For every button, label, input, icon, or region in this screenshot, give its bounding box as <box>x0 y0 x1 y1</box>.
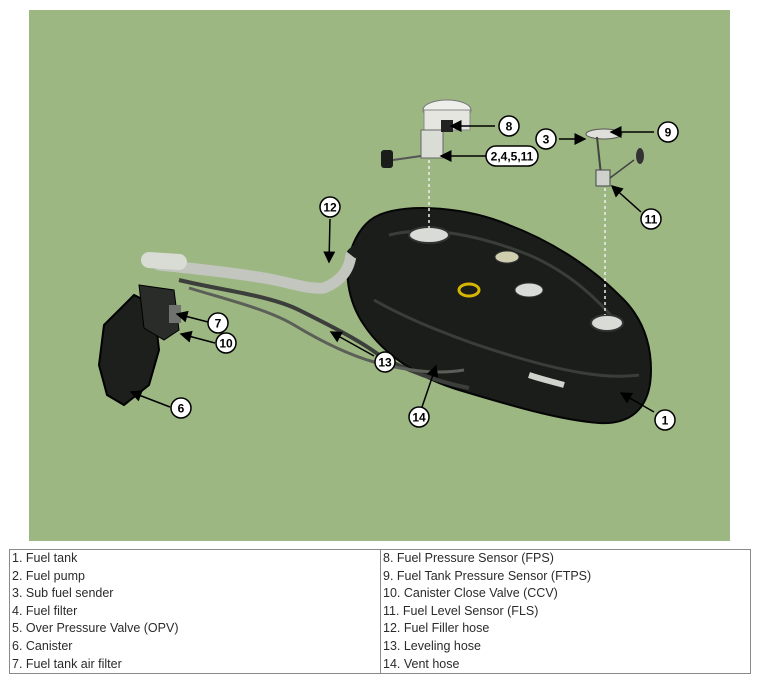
legend-item: 4. Fuel filter <box>12 603 78 618</box>
callout-14: 14 <box>408 406 430 428</box>
callout-9: 9 <box>657 121 679 143</box>
svg-text:1: 1 <box>662 414 669 428</box>
legend-item: 1. Fuel tank <box>12 551 78 565</box>
svg-text:2,4,5,11: 2,4,5,11 <box>491 150 534 164</box>
svg-text:8: 8 <box>506 120 513 134</box>
legend-item: 8. Fuel Pressure Sensor (FPS) <box>383 551 554 565</box>
callout-3: 3 <box>535 128 557 150</box>
legend-item: 6. Canister <box>12 638 73 653</box>
callout-8: 8 <box>498 115 520 137</box>
filler-pipe-illustration <box>141 242 470 390</box>
svg-text:11: 11 <box>645 213 658 227</box>
legend-item: 2. Fuel pump <box>12 568 85 583</box>
canister-illustration <box>97 284 181 407</box>
legend-column-right: 8. Fuel Pressure Sensor (FPS) 9. Fuel Ta… <box>380 550 750 673</box>
svg-text:14: 14 <box>412 411 426 425</box>
legend-item: 7. Fuel tank air filter <box>12 656 122 671</box>
fuel-pump-module-illustration <box>381 99 472 168</box>
legend-column-left: 1. Fuel tank 2. Fuel pump 3. Sub fuel se… <box>10 550 380 673</box>
diagram-illustration: 8 3 9 2,4,5,11 11 12 7 10 <box>97 99 679 431</box>
callout-13: 13 <box>374 351 396 373</box>
callout-1: 1 <box>654 409 676 431</box>
fuel-system-diagram: 8 3 9 2,4,5,11 11 12 7 10 <box>29 10 730 541</box>
svg-text:3: 3 <box>543 133 550 147</box>
callout-2-4-5-11: 2,4,5,11 <box>485 145 539 167</box>
callout-11: 11 <box>640 208 662 230</box>
svg-text:13: 13 <box>378 356 392 370</box>
fuel-tank-illustration <box>346 207 653 425</box>
legend-item: 13. Leveling hose <box>383 638 481 653</box>
legend-item: 5. Over Pressure Valve (OPV) <box>12 621 179 636</box>
callout-12: 12 <box>319 196 341 218</box>
callout-10: 10 <box>215 332 237 354</box>
legend-item: 11. Fuel Level Sensor (FLS) <box>383 603 539 618</box>
svg-text:10: 10 <box>219 337 233 351</box>
callout-7: 7 <box>207 312 229 334</box>
svg-text:7: 7 <box>215 317 222 331</box>
sub-fuel-sender-illustration <box>585 128 644 187</box>
callout-6: 6 <box>170 397 192 419</box>
parts-legend-table: 1. Fuel tank 2. Fuel pump 3. Sub fuel se… <box>9 549 751 674</box>
legend-item: 3. Sub fuel sender <box>12 586 114 601</box>
svg-text:12: 12 <box>323 201 337 215</box>
legend-item: 9. Fuel Tank Pressure Sensor (FTPS) <box>383 568 592 583</box>
legend-item: 10. Canister Close Valve (CCV) <box>383 586 558 601</box>
svg-text:6: 6 <box>178 402 185 416</box>
legend-item: 14. Vent hose <box>383 656 460 671</box>
svg-text:9: 9 <box>665 126 672 140</box>
legend-item: 12. Fuel Filler hose <box>383 621 490 636</box>
